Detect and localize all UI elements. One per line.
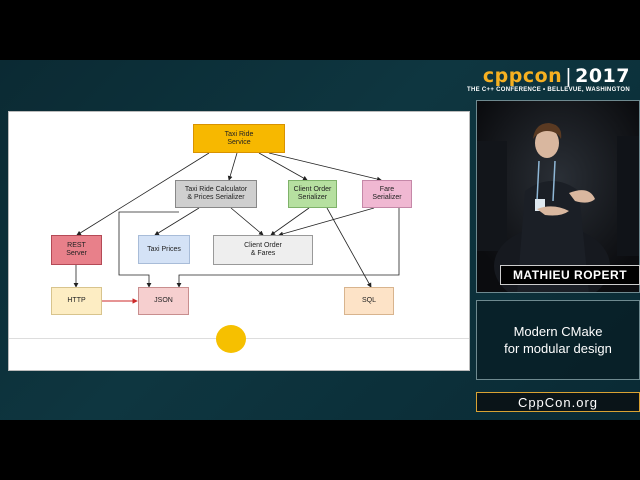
slide: Taxi Ride Service Taxi Ride Calculator &… [8, 111, 470, 371]
logo-con: con [523, 65, 562, 87]
talk-title: Modern CMake for modular design [476, 300, 640, 380]
node-http: HTTP [51, 287, 102, 315]
node-taxi-ride-calculator: Taxi Ride Calculator & Prices Serializer [175, 180, 257, 208]
node-rest-server: REST Server [51, 235, 102, 265]
talk-title-line2: for modular design [504, 340, 612, 357]
pointer-highlight [216, 325, 246, 353]
cppcon-logo: cppcon|2017 THE C++ CONFERENCE • BELLEVU… [467, 66, 630, 93]
logo-cpp: cpp [483, 65, 523, 87]
node-client-order-fares: Client Order & Fares [213, 235, 313, 265]
logo-tagline: THE C++ CONFERENCE • BELLEVUE, WASHINGTO… [467, 87, 630, 93]
node-fare-serializer: Fare Serializer [362, 180, 412, 208]
edge-service-clientorder [259, 153, 307, 180]
logo-separator: | [562, 65, 575, 87]
node-taxi-prices: Taxi Prices [138, 235, 190, 264]
node-taxi-ride-service: Taxi Ride Service [193, 124, 285, 153]
node-client-order-serializer: Client Order Serializer [288, 180, 337, 208]
edge-calculator-clientorder [231, 208, 263, 235]
talk-title-line1: Modern CMake [514, 323, 603, 340]
edge-fare-clientorder [279, 208, 374, 235]
node-json: JSON [138, 287, 189, 315]
site-link[interactable]: CppCon.org [476, 392, 640, 412]
edge-service-fare [269, 153, 381, 180]
speaker-name: MATHIEU ROPERT [500, 265, 640, 285]
logo-wordmark: cppcon|2017 [467, 66, 630, 86]
logo-year: 2017 [575, 65, 630, 87]
node-sql: SQL [344, 287, 394, 315]
edge-service-calculator [229, 153, 237, 180]
edge-clientorderser-clientorder [271, 208, 309, 235]
